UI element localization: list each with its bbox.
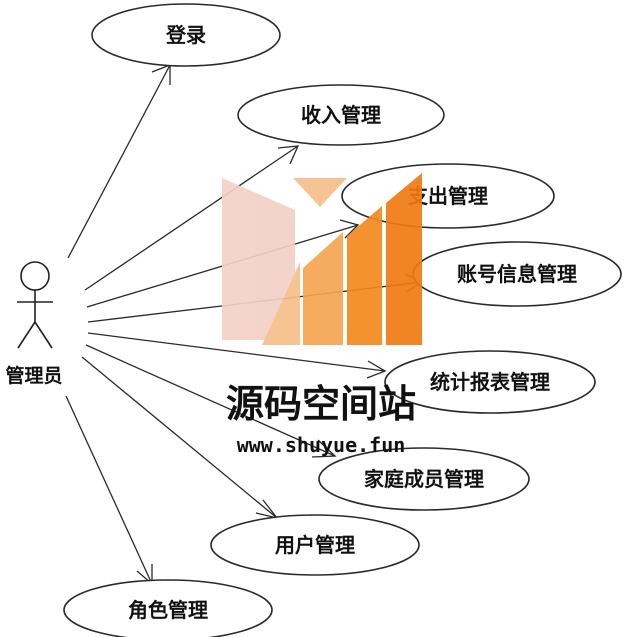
watermark: 源码空间站 www.shuyue.fun (222, 173, 422, 457)
use-case-family: 家庭成员管理 (318, 447, 530, 511)
actor-right-leg (34, 321, 53, 349)
use-case-role: 角色管理 (63, 579, 273, 637)
use-case-account: 账号信息管理 (412, 241, 622, 307)
use-case-label: 用户管理 (275, 533, 355, 557)
use-case-login: 登录 (91, 3, 281, 67)
use-case-income: 收入管理 (237, 84, 445, 146)
use-case-label: 账号信息管理 (457, 262, 577, 286)
actor-head (20, 261, 50, 291)
use-case-stats: 统计报表管理 (384, 350, 596, 414)
use-case-user: 用户管理 (210, 514, 420, 576)
logo-top-triangle (293, 178, 347, 207)
association-login (67, 64, 171, 259)
logo-bar-4 (386, 173, 422, 345)
logo-bar-1 (262, 262, 300, 345)
association-role (65, 395, 153, 586)
watermark-title: 源码空间站 (226, 382, 416, 426)
actor-label: 管理员 (5, 364, 62, 387)
logo-pink-shape (222, 178, 295, 340)
watermark-logo (222, 173, 422, 345)
association-stats (87, 332, 387, 379)
logo-bar-2 (303, 232, 343, 345)
actor: 管理员 (5, 261, 63, 387)
use-case-label: 统计报表管理 (430, 370, 550, 394)
watermark-url: www.shuyue.fun (237, 433, 406, 457)
logo-bar-3 (347, 206, 382, 345)
use-case-label: 登录 (165, 23, 206, 47)
actor-left-leg (17, 321, 36, 349)
association-income (84, 145, 300, 291)
use-case-label: 家庭成员管理 (364, 467, 484, 491)
use-case-label: 收入管理 (301, 103, 381, 127)
use-case-label: 角色管理 (128, 598, 208, 622)
association-family (85, 344, 337, 458)
